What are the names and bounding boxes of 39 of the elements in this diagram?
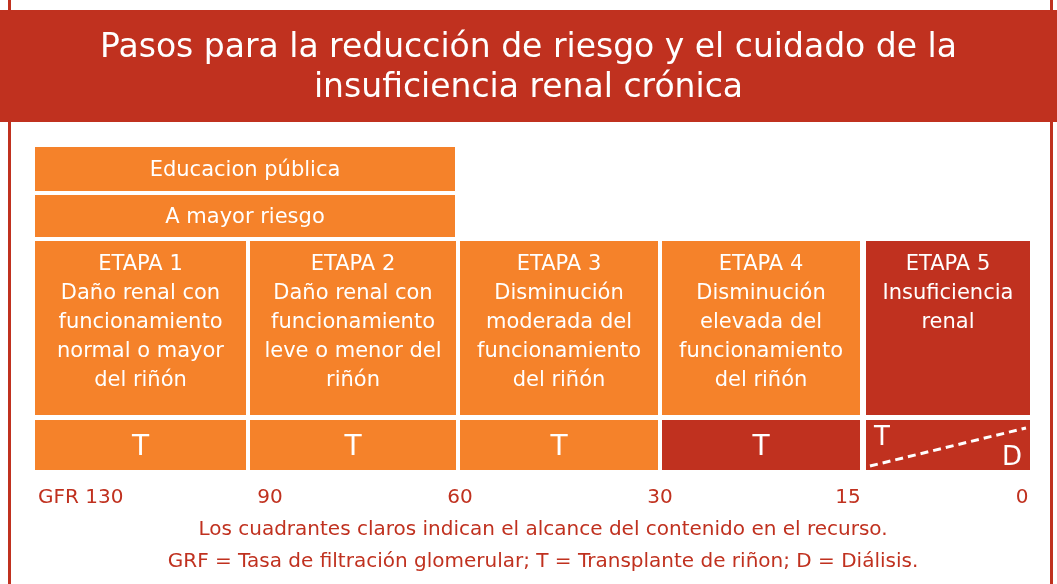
treatment-cell (35, 420, 246, 470)
stage-box (35, 241, 246, 415)
stage-box (662, 241, 860, 415)
treatment-letter: T (550, 428, 568, 462)
stage-box (866, 241, 1030, 415)
stage-description: Daño renal con funcionamiento leve o menor del riñón (263, 279, 443, 393)
scale-value: GFR 130 (38, 484, 124, 508)
treatment-cell (460, 420, 658, 470)
stage-heading: ETAPA 4 (717, 250, 805, 277)
scale-value: 60 (447, 484, 473, 508)
stage-heading: ETAPA 3 (515, 250, 603, 277)
treatment-letter: T (874, 422, 890, 450)
stage-description: Insuficiencia renal (881, 279, 1015, 335)
stage-heading: ETAPA 2 (309, 250, 397, 277)
stage-description: Daño renal con funcionamiento normal o mayor del riñón (56, 279, 225, 393)
note-text: Los cuadrantes claros indican el alcance del contenido en el recurso. (198, 516, 888, 540)
stage-band (35, 147, 455, 191)
stage-band (35, 195, 455, 237)
scale-value: 30 (647, 484, 673, 508)
band-label: Educacion pública (149, 157, 341, 181)
treatment-letter: D (1001, 442, 1022, 470)
note-text: GRF = Tasa de filtración glomerular; T = Transplante de riñon; D = Diálisis. (167, 548, 919, 572)
stage-heading: ETAPA 5 (904, 250, 992, 277)
stage-box (460, 241, 658, 415)
treatment-cell (250, 420, 456, 470)
treatment-cell (662, 420, 860, 470)
treatment-cell (866, 420, 1030, 470)
stage-heading: ETAPA 1 (97, 250, 184, 277)
treatment-letter: T (344, 428, 362, 462)
band-label: A mayor riesgo (165, 204, 325, 228)
title-banner: Pasos para la reducción de riesgo y el cuidado de la insuficiencia renal crónica (0, 10, 1057, 122)
scale-value: 0 (1015, 484, 1029, 508)
scale-value: 90 (257, 484, 283, 508)
treatment-letter: T (131, 428, 150, 462)
stage-box (250, 241, 456, 415)
stage-description: Disminución moderada del funcionamiento del riñón (476, 279, 642, 393)
scale-value: 15 (835, 484, 861, 508)
treatment-letter: T (752, 428, 770, 462)
stage-description: Disminución elevada del funcionamiento del riñón (678, 279, 844, 393)
